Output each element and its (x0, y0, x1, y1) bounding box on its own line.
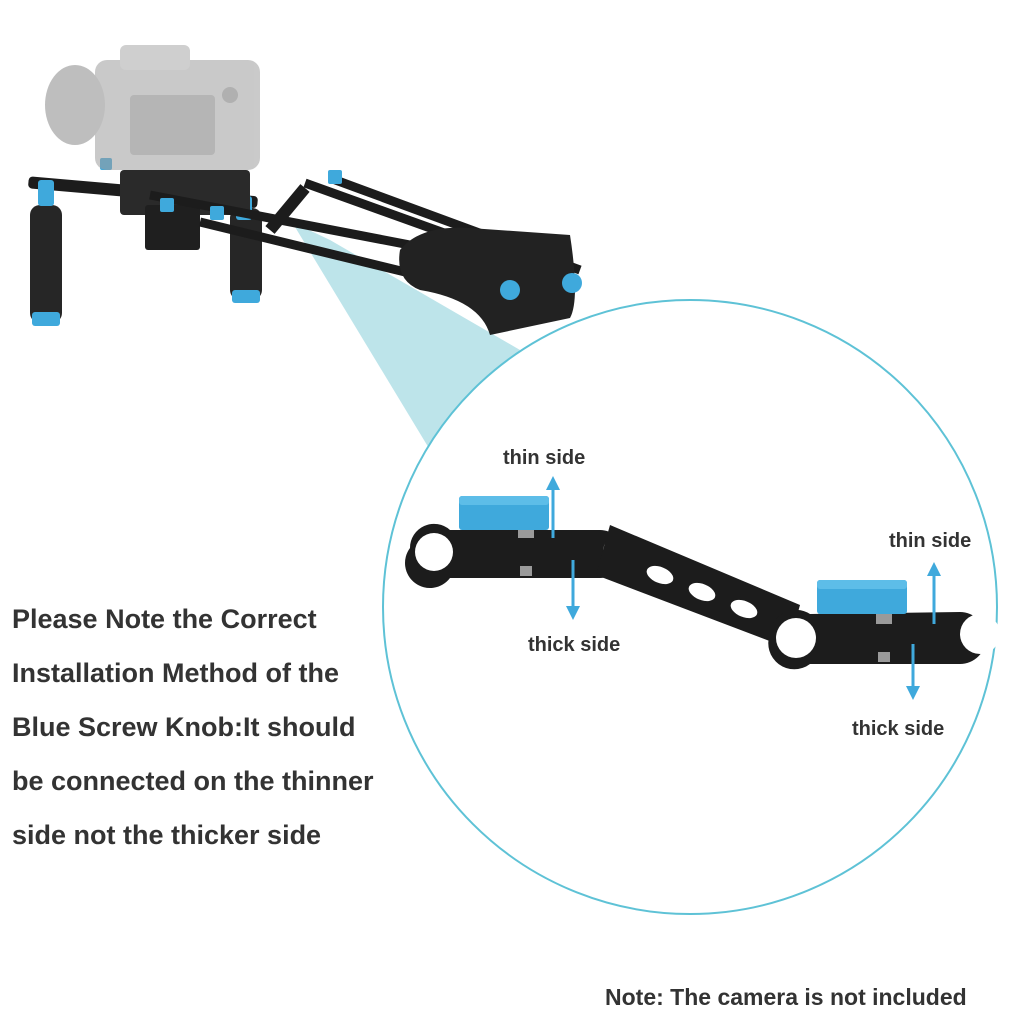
label-thick-side-right: thick side (852, 718, 945, 740)
zoom-cone (292, 222, 520, 450)
installation-note: Please Note the Correct Installation Met… (12, 592, 374, 862)
camera-not-included-note: Note: The camera is not included (605, 984, 967, 1010)
blue-screw-knob-left (459, 496, 549, 530)
blue-screw-knob-right (817, 580, 907, 614)
label-thin-side-left: thin side (503, 447, 586, 469)
note-line: Please Note the Correct (12, 604, 317, 634)
shoulder-rig (28, 158, 582, 335)
label-thick-side-left: thick side (528, 634, 621, 656)
note-line: side not the thicker side (12, 820, 322, 850)
arrow-up-left-icon (546, 476, 560, 538)
camera-body (45, 45, 260, 170)
arrow-down-left-icon (566, 560, 580, 620)
label-thin-side-right: thin side (889, 530, 972, 552)
arrow-up-right-icon (927, 562, 941, 624)
note-line: Blue Screw Knob:It should (12, 712, 356, 742)
note-line: be connected on the thinner (12, 766, 374, 796)
arrow-down-right-icon (906, 644, 920, 700)
extension-arm (405, 523, 1000, 670)
note-line: Installation Method of the (12, 658, 339, 688)
